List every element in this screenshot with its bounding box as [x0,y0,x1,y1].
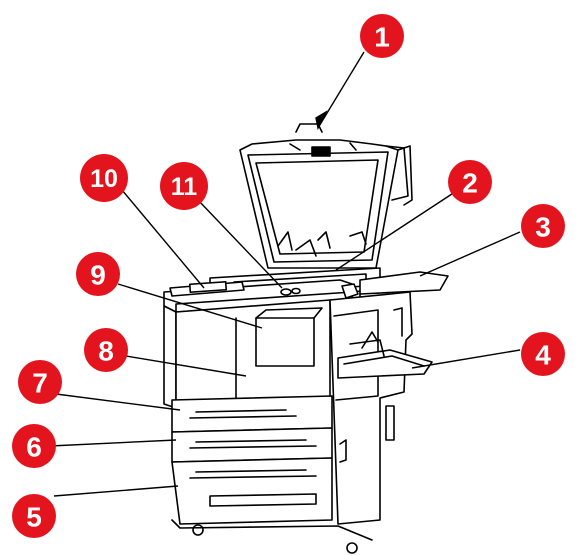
callout-label: 9 [90,260,106,291]
caster-wheel [193,525,203,535]
callout-7: 7 [18,360,62,404]
callout-4: 4 [521,332,565,376]
callout-label: 5 [26,502,42,533]
callout-label: 11 [171,173,198,201]
callout-1: 1 [360,14,404,58]
document-feeder-lid [240,124,412,268]
printer-front-panel [164,306,176,408]
printer-right-side [330,292,412,524]
callout-11: 11 [160,162,208,210]
callout-label: 1 [374,22,390,53]
callout-9: 9 [76,252,120,296]
callout-label: 3 [535,212,551,243]
callout-label: 8 [98,336,114,367]
callout-label: 4 [535,340,551,371]
callout-10: 10 [80,154,128,202]
callout-3: 3 [521,204,565,248]
callout-5: 5 [12,494,56,538]
callout-8: 8 [84,328,128,372]
caster-wheel [347,543,357,553]
callout-label: 2 [462,168,478,199]
tray-2 [172,428,332,462]
tray-3 [172,458,332,524]
callout-2: 2 [448,160,492,204]
callout-6: 6 [12,424,56,468]
front-panel-door [256,318,314,366]
callout-label: 10 [90,165,118,193]
tray-1 [172,396,332,432]
callout-label: 7 [32,368,48,399]
callout-label: 6 [26,432,42,463]
